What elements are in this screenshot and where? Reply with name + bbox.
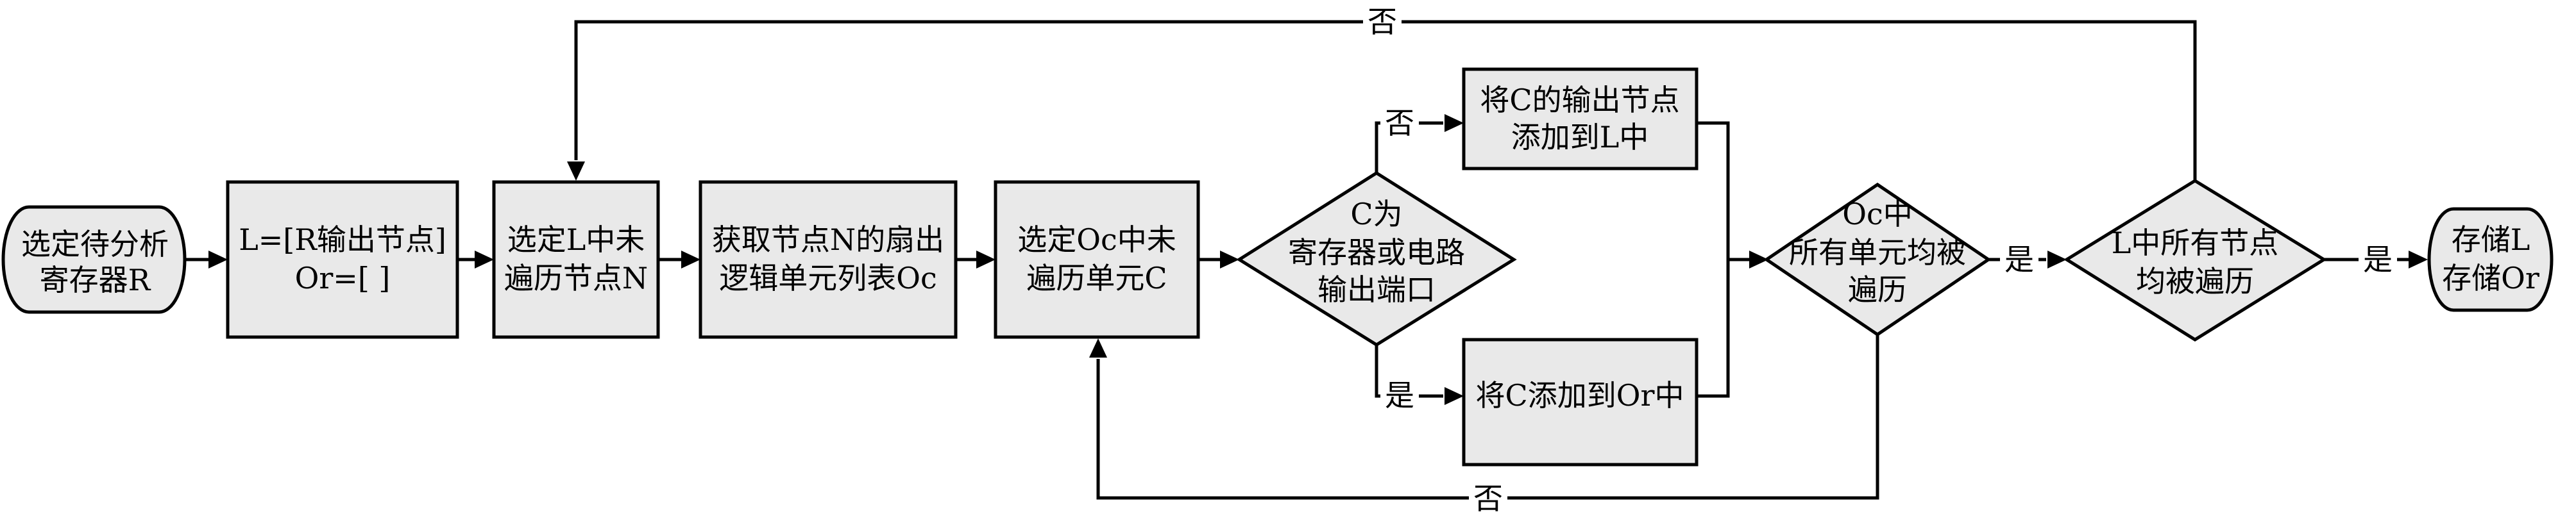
arrowhead	[1749, 251, 1768, 269]
fanout-text-2: 逻辑单元列表Oc	[719, 261, 936, 295]
init-text: L=[R输出节点]	[239, 222, 446, 257]
end-text: 存储L	[2452, 222, 2530, 257]
edge-ldone-selectnode	[574, 20, 2197, 181]
edge-label-no-upper: 否	[1385, 106, 1414, 140]
oc-done-text-2: 所有单元均被	[1789, 235, 1966, 270]
is-register-text: C为	[1350, 197, 1402, 231]
fanout-text: 获取节点N的扇出	[712, 222, 944, 257]
edge-isreg-addOr	[1375, 345, 1443, 398]
is-register-decision	[1236, 171, 1517, 347]
add-to-L-text-2: 添加到L中	[1511, 120, 1649, 154]
l-done-text: L中所有节点	[2112, 226, 2279, 260]
start-text-2: 寄存器R	[40, 263, 151, 297]
is-register-text-2: 寄存器或电路	[1288, 235, 1465, 270]
edge-label-yes-l: 是	[2363, 242, 2393, 277]
init-box	[226, 180, 459, 339]
select-node-box	[492, 180, 660, 339]
add-to-L-box	[1462, 67, 1699, 170]
oc-done-text-3: 遍历	[1848, 272, 1907, 307]
select-cell-box	[994, 180, 1200, 339]
start-text: 选定待分析	[21, 227, 169, 261]
select-node-text-2: 遍历节点N	[504, 261, 648, 295]
init-text-2: Or=[ ]	[295, 261, 391, 295]
is-register-text-3: 输出端口	[1318, 272, 1436, 307]
arrowhead	[2409, 251, 2428, 269]
end-terminal	[2427, 207, 2554, 312]
arrowhead	[208, 251, 228, 269]
arrowhead	[2047, 251, 2067, 269]
l-all-traversed-decision	[2063, 179, 2327, 342]
add-to-L-text: 将C的输出节点	[1480, 83, 1679, 117]
edge-label-yes-lower: 是	[1385, 378, 1414, 413]
fanout-box	[699, 180, 958, 339]
l-done-text-2: 均被遍历	[2136, 264, 2254, 299]
edge-label-yes-oc: 是	[2004, 242, 2034, 277]
edge-label-no-bottom: 否	[1473, 481, 1503, 516]
arrowhead	[1445, 387, 1464, 405]
add-to-Or-box	[1462, 338, 1699, 467]
arrowhead	[475, 251, 494, 269]
select-cell-text-2: 遍历单元C	[1026, 261, 1167, 295]
start-terminal	[1, 205, 187, 314]
arrowhead	[1220, 251, 1239, 269]
edge-isreg-addL	[1375, 121, 1443, 173]
edge-label-no-top: 否	[1368, 4, 1397, 39]
arrowhead	[681, 251, 700, 269]
edge-addL-merge	[1697, 121, 1730, 398]
arrowhead	[1445, 114, 1464, 132]
arrowhead	[976, 251, 996, 269]
arrowhead	[567, 161, 585, 181]
oc-all-traversed-decision	[1763, 182, 1992, 337]
end-text-2: 存储Or	[2442, 261, 2539, 295]
select-node-text: 选定L中未	[507, 222, 645, 257]
arrowhead	[1089, 338, 1107, 358]
add-to-Or-text: 将C添加到Or中	[1476, 378, 1684, 413]
select-cell-text: 选定Oc中未	[1017, 222, 1176, 257]
oc-done-text: Oc中	[1842, 197, 1912, 231]
